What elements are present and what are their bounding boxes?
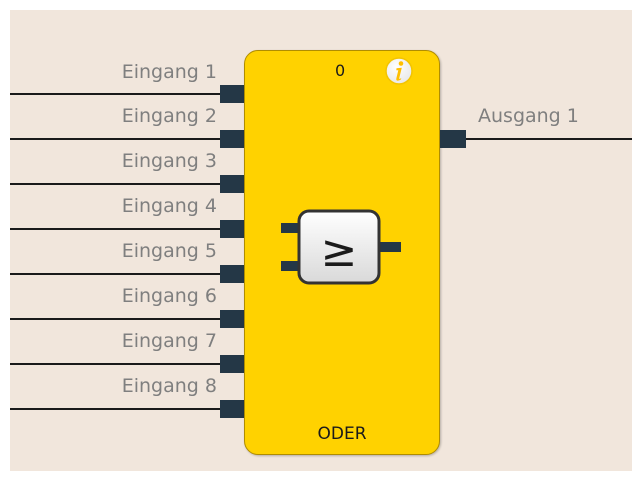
- or-gate-icon: ≥: [281, 209, 401, 285]
- input-pin-4[interactable]: [220, 220, 244, 238]
- input-wire-3[interactable]: [10, 183, 224, 185]
- input-pin-8[interactable]: [220, 400, 244, 418]
- input-wire-8[interactable]: [10, 408, 224, 410]
- input-label-4: Eingang 4: [121, 195, 217, 217]
- oder-function-block[interactable]: 0 ≥ ODER: [244, 50, 440, 455]
- input-label-6: Eingang 6: [121, 285, 217, 307]
- output-label-1: Ausgang 1: [478, 105, 579, 127]
- input-wire-4[interactable]: [10, 228, 224, 230]
- input-wire-1[interactable]: [10, 93, 224, 95]
- input-label-7: Eingang 7: [121, 330, 217, 352]
- input-pin-6[interactable]: [220, 310, 244, 328]
- input-wire-7[interactable]: [10, 363, 224, 365]
- input-pin-2[interactable]: [220, 130, 244, 148]
- input-pin-7[interactable]: [220, 355, 244, 373]
- input-label-8: Eingang 8: [121, 375, 217, 397]
- output-pin-1[interactable]: [440, 130, 466, 148]
- block-name: ODER: [317, 424, 367, 444]
- input-pin-3[interactable]: [220, 175, 244, 193]
- input-label-2: Eingang 2: [121, 105, 217, 127]
- input-pin-5[interactable]: [220, 265, 244, 283]
- input-wire-6[interactable]: [10, 318, 224, 320]
- block-id: 0: [335, 61, 346, 80]
- output-wire-1[interactable]: [466, 138, 632, 140]
- input-label-3: Eingang 3: [121, 150, 217, 172]
- info-icon[interactable]: [384, 56, 414, 86]
- logic-editor-canvas[interactable]: Eingang 1 Eingang 2 Eingang 3 Eingang 4 …: [10, 10, 632, 471]
- input-label-5: Eingang 5: [121, 240, 217, 262]
- input-pin-1[interactable]: [220, 85, 244, 103]
- or-gate-symbol: ≥: [321, 226, 358, 277]
- input-wire-2[interactable]: [10, 138, 224, 140]
- input-label-1: Eingang 1: [121, 61, 217, 83]
- input-wire-5[interactable]: [10, 273, 224, 275]
